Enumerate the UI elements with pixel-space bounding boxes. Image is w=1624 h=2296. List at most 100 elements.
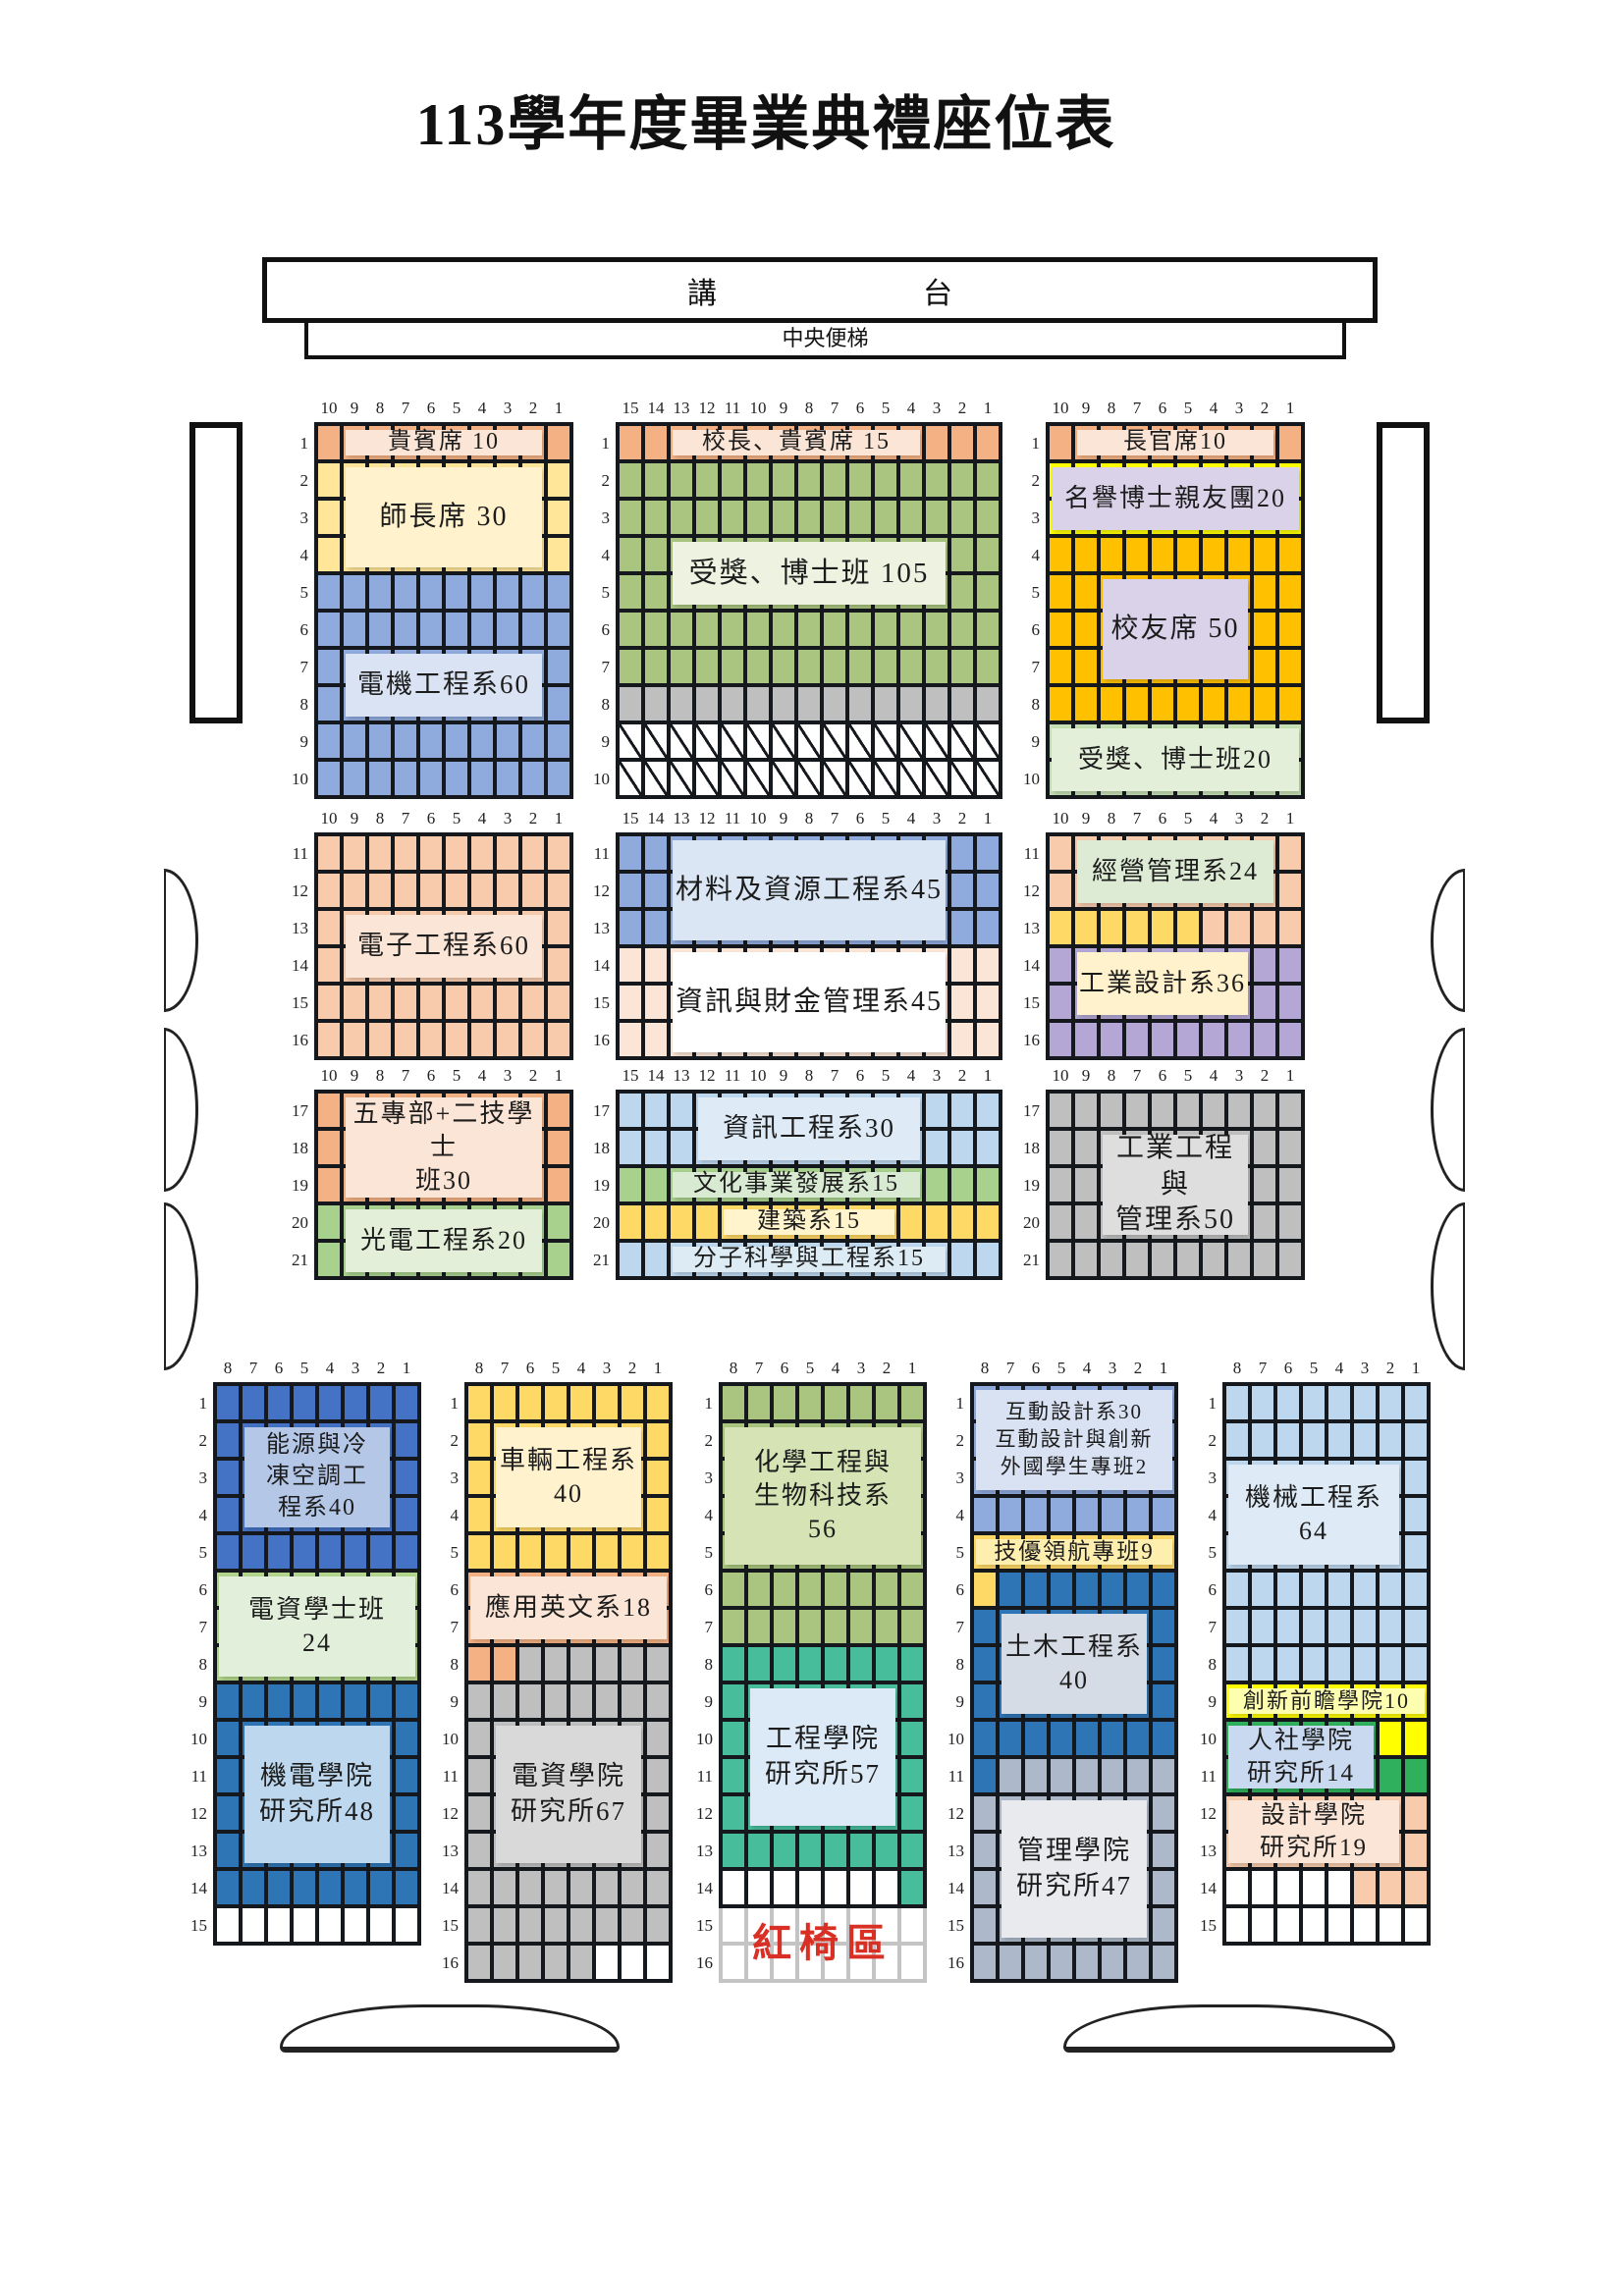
col-number: 10: [320, 399, 338, 417]
row-number: 7: [198, 1618, 208, 1636]
side-door-right: [1377, 422, 1430, 723]
col-number: 1: [653, 1359, 663, 1377]
seat-cell: [645, 463, 667, 497]
seat-cell: [1051, 1722, 1072, 1755]
col-number: 13: [673, 399, 690, 417]
seat-cell: [901, 1946, 923, 1979]
seat-cell: [395, 874, 416, 907]
row-number: 12: [442, 1804, 459, 1823]
row-number: 21: [593, 1251, 610, 1269]
seat-cell: [977, 463, 999, 497]
seat-cell: [798, 724, 820, 758]
seat-cell: [446, 836, 467, 870]
side-curve-left: [164, 1202, 198, 1370]
row-number: 6: [1208, 1580, 1218, 1599]
seat-cell: [951, 836, 973, 870]
seat-cell: [974, 1946, 996, 1979]
row-number: 9: [704, 1692, 714, 1711]
seat-cell: [243, 1871, 264, 1904]
seat-cell: [471, 724, 493, 758]
seat-cell: [545, 1946, 567, 1979]
seat-cell: [548, 1094, 569, 1127]
seat-cell: [620, 575, 641, 609]
seat-cell: [1279, 1023, 1301, 1056]
seat-cell: [420, 874, 442, 907]
seat-cell: [471, 1023, 493, 1056]
col-number: 6: [855, 399, 865, 417]
seat-cell: [318, 724, 340, 758]
seat-cell: [876, 1610, 897, 1643]
col-number: 9: [779, 1066, 788, 1085]
seat-cell: [570, 1871, 592, 1904]
seat-cell: [1279, 1243, 1301, 1276]
seat-cell: [1102, 1573, 1123, 1606]
col-number: 3: [1108, 1359, 1117, 1377]
seat-cell: [319, 1535, 341, 1569]
seat-cell: [1126, 538, 1148, 571]
seat-cell: [1254, 948, 1275, 982]
seat-cell: [900, 463, 922, 497]
seat-cell: [620, 687, 641, 721]
row-number: 17: [1023, 1101, 1040, 1120]
seat-cell: [396, 1684, 417, 1718]
seat-cell: [243, 1684, 264, 1718]
seat-cell: [825, 1946, 846, 1979]
seat-cell: [319, 1386, 341, 1419]
seat-cell: [671, 687, 692, 721]
seat-cell: [519, 1535, 541, 1569]
seat-cell: [1252, 1610, 1273, 1643]
seat-cell: [548, 650, 569, 683]
row-number: 10: [696, 1730, 713, 1748]
col-number: 2: [1385, 1359, 1395, 1377]
seat-cell: [926, 426, 947, 459]
seat-cell: [548, 426, 569, 459]
row-number: 12: [696, 1804, 713, 1823]
row-number: 14: [442, 1879, 459, 1897]
seat-cell: [1050, 874, 1071, 907]
row-number: 15: [292, 993, 308, 1012]
seat-cell: [369, 986, 391, 1019]
seat-cell: [396, 1796, 417, 1830]
section-label: 應用英文系18: [470, 1576, 667, 1639]
row-number: 2: [1208, 1431, 1218, 1450]
seat-cell: [446, 874, 467, 907]
seat-cell: [647, 1647, 669, 1681]
seat-cell: [798, 650, 820, 683]
row-number: 8: [450, 1655, 460, 1674]
row-number: 3: [704, 1468, 714, 1487]
seat-cell: [1354, 1573, 1376, 1606]
seat-cell: [723, 1796, 744, 1830]
section-label: 工業設計系36: [1077, 952, 1248, 1015]
seat-cell: [901, 1647, 923, 1681]
col-number: 11: [724, 809, 741, 828]
seat-cell: [1152, 687, 1173, 721]
seat-cell: [548, 463, 569, 497]
seat-cell: [1254, 1131, 1275, 1164]
col-number: 4: [831, 1359, 840, 1377]
col-number: 1: [907, 1359, 917, 1377]
seat-cell: [977, 1131, 999, 1164]
row-number: 13: [442, 1842, 459, 1860]
seat-cell: [396, 1386, 417, 1419]
seat-cell: [1277, 1908, 1299, 1942]
col-number: 4: [477, 809, 487, 828]
seat-cell: [1354, 1871, 1376, 1904]
seat-cell: [217, 1498, 239, 1531]
col-number: 8: [375, 809, 385, 828]
row-number: 11: [696, 1767, 713, 1786]
row-number: 11: [442, 1767, 459, 1786]
seat-cell: [369, 575, 391, 609]
seat-cell: [696, 687, 718, 721]
seat-cell: [1252, 1871, 1273, 1904]
seat-cell: [1177, 538, 1199, 571]
seat-cell: [1000, 1573, 1021, 1606]
seat-cell: [926, 1131, 947, 1164]
seat-cell: [395, 1023, 416, 1056]
col-number: 14: [647, 809, 665, 828]
seat-cell: [345, 1871, 366, 1904]
seat-cell: [1050, 1243, 1071, 1276]
seat-cell: [875, 501, 896, 534]
seat-cell: [900, 724, 922, 758]
seat-cell: [900, 613, 922, 646]
